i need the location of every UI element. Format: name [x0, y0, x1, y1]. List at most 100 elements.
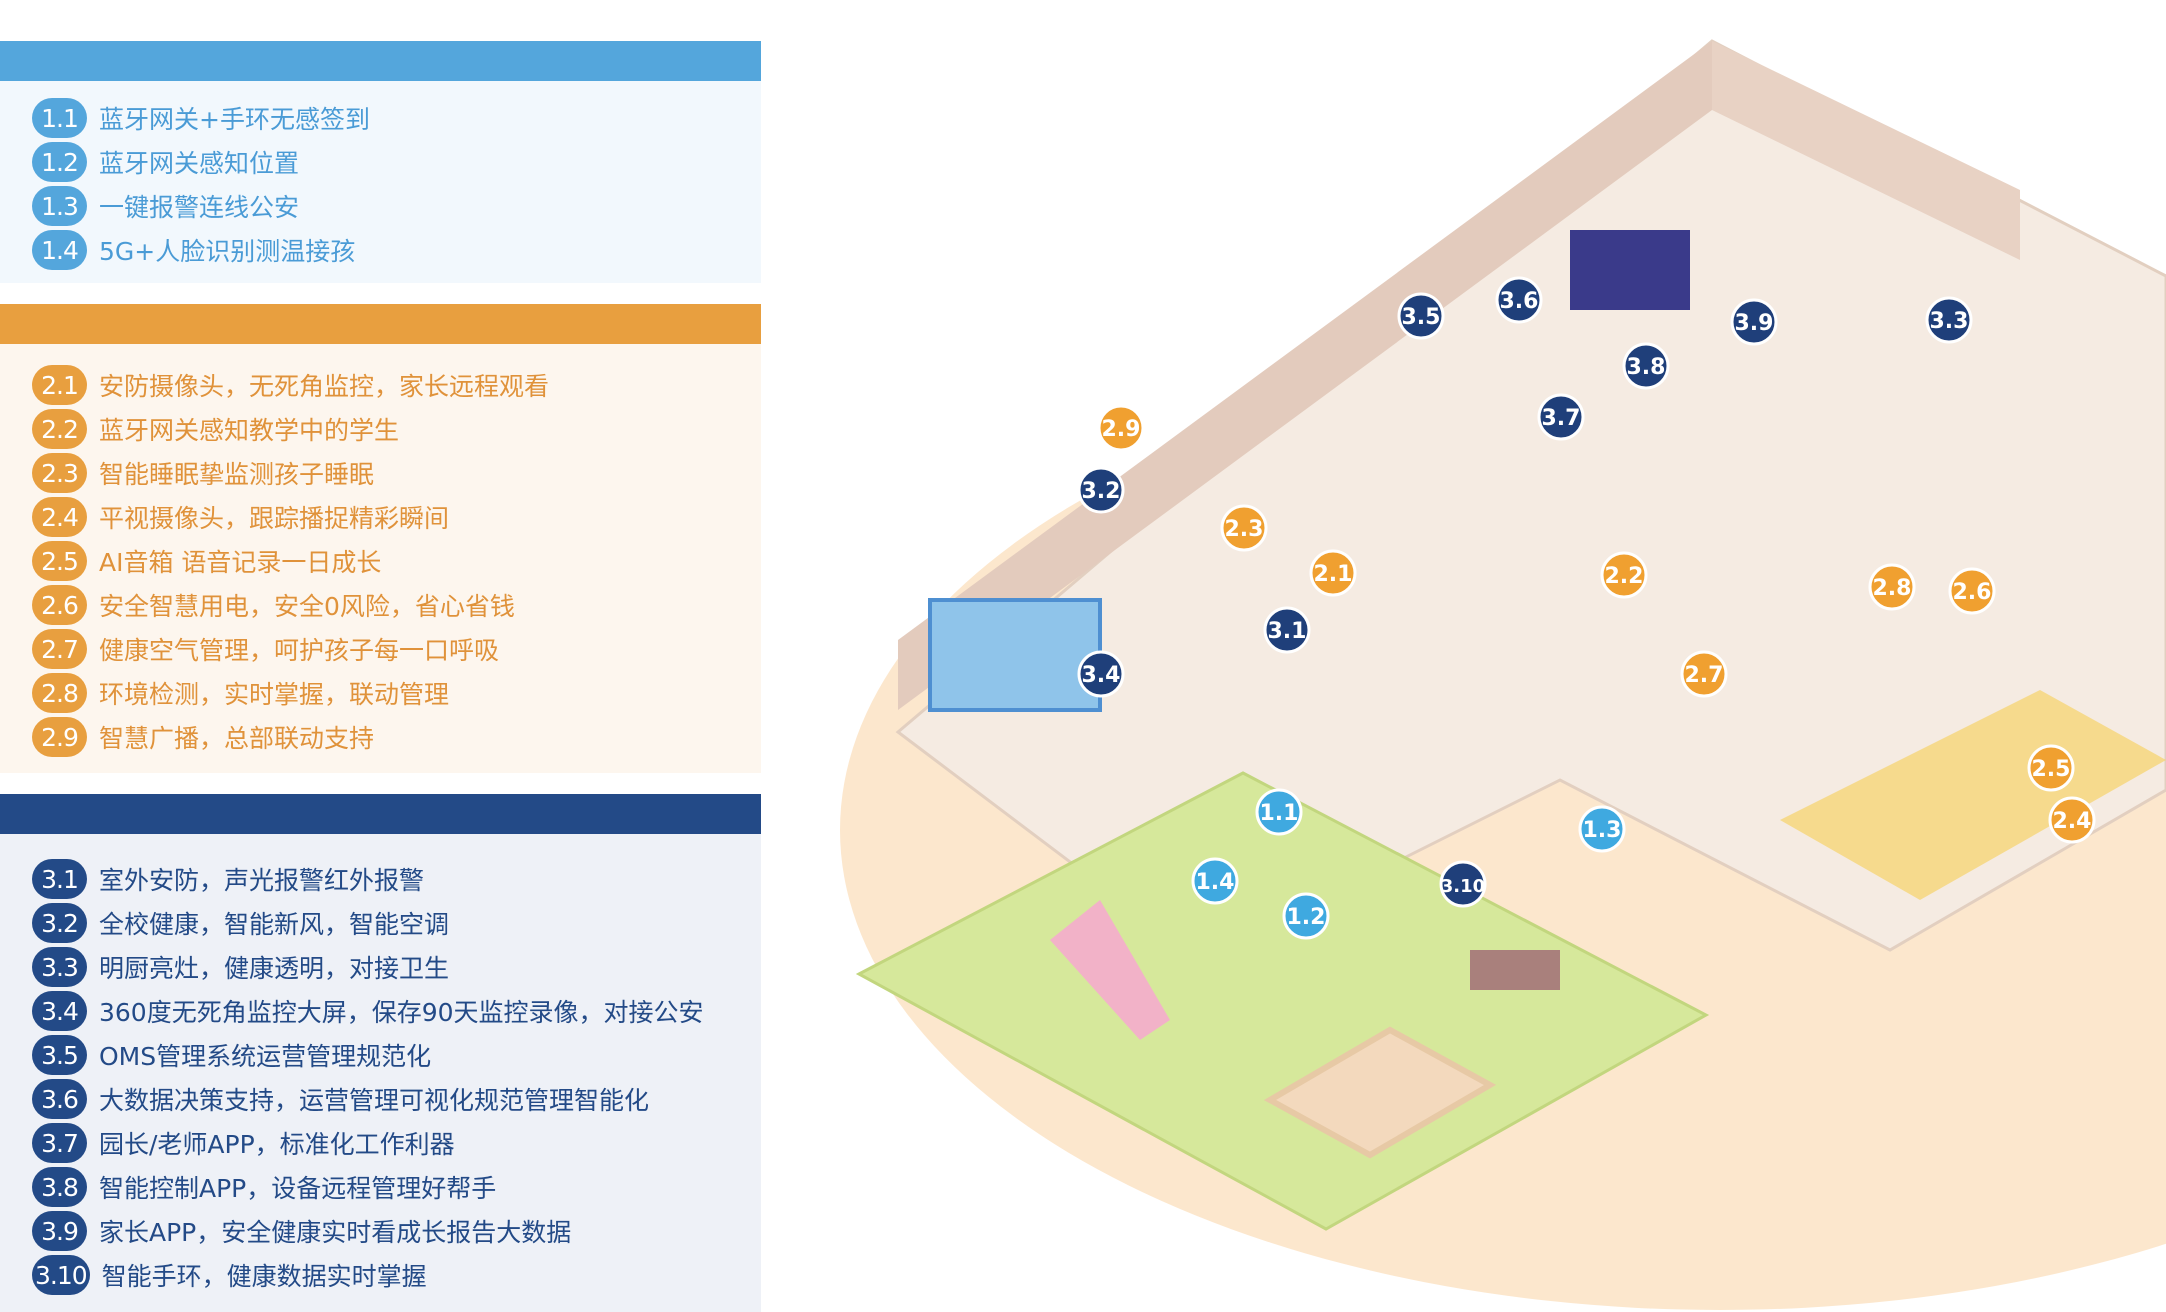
marker-circle	[1680, 650, 1728, 698]
marker-label: 3.4	[1082, 663, 1121, 688]
item-label: 智慧广播，总部联动支持	[99, 724, 375, 753]
marker-3-4: 3.4	[1077, 650, 1125, 698]
marker-circle	[2048, 796, 2096, 844]
marker-label: 2.6	[1953, 580, 1992, 605]
marker-2-2: 2.2	[1600, 551, 1648, 599]
marker-2-4: 2.4	[2048, 796, 2096, 844]
marker-2-3: 2.3	[1220, 504, 1268, 552]
marker-circle	[1397, 292, 1445, 340]
item-label: 智能手环，健康数据实时掌握	[101, 1262, 427, 1291]
marker-label: 3.2	[1082, 479, 1121, 504]
item-label: 大数据决策支持，运营管理可视化规范管理智能化	[99, 1086, 650, 1115]
marker-1-3: 1.3	[1578, 805, 1626, 853]
section2-header-bar	[0, 304, 761, 344]
marker-circle	[1578, 805, 1626, 853]
number-badge: 3.9	[32, 1211, 87, 1251]
marker-label: 3.8	[1627, 355, 1666, 380]
item-label: 室外安防，声光报警红外报警	[99, 866, 425, 895]
number-badge: 3.6	[32, 1079, 87, 1119]
item-label: 一键报警连线公安	[99, 193, 300, 222]
item-label: 家长APP，安全健康实时看成长报告大数据	[99, 1218, 572, 1247]
marker-label: 3.10	[1441, 876, 1485, 897]
list-item: 3.2 全校健康，智能新风，智能空调	[32, 903, 449, 943]
marker-3-9: 3.9	[1730, 298, 1778, 346]
building-back-wall	[1712, 41, 2020, 260]
number-badge: 2.7	[32, 629, 87, 669]
marker-label: 2.4	[2053, 809, 2092, 834]
item-label: OMS管理系统运营管理规范化	[99, 1042, 432, 1071]
classroom-floor	[1780, 690, 2166, 900]
monitor-wall	[928, 598, 1102, 712]
marker-label: 3.3	[1930, 309, 1969, 334]
number-badge: 3.2	[32, 903, 87, 943]
marker-circle	[1220, 504, 1268, 552]
marker-label: 2.5	[2032, 757, 2071, 782]
marker-label: 1.3	[1583, 818, 1622, 843]
list-item: 3.10 智能手环，健康数据实时掌握	[32, 1255, 427, 1295]
marker-3-7: 3.7	[1537, 393, 1585, 441]
number-badge: 1.1	[32, 98, 87, 138]
number-badge: 3.7	[32, 1123, 87, 1163]
item-label: 安防摄像头，无死角监控，家长远程观看	[99, 372, 550, 401]
marker-label: 2.2	[1605, 564, 1644, 589]
number-badge: 3.5	[32, 1035, 87, 1075]
picnic-table	[1470, 950, 1560, 990]
marker-label: 3.7	[1542, 406, 1581, 431]
marker-1-2: 1.2	[1282, 892, 1330, 940]
marker-label: 1.1	[1260, 801, 1299, 826]
section1-header-bar	[0, 41, 761, 81]
marker-circle	[1309, 549, 1357, 597]
list-item: 1.3 一键报警连线公安	[32, 186, 299, 226]
marker-1-1: 1.1	[1255, 788, 1303, 836]
list-item: 3.5 OMS管理系统运营管理规范化	[32, 1035, 431, 1075]
marker-circle	[1495, 276, 1543, 324]
marker-circle	[1600, 551, 1648, 599]
marker-3-10: 3.10	[1439, 860, 1487, 908]
number-badge: 3.10	[32, 1255, 90, 1295]
item-label: 平视摄像头，跟踪播捉精彩瞬间	[99, 504, 450, 533]
marker-circle	[1925, 296, 1973, 344]
marker-label: 3.6	[1500, 289, 1539, 314]
marker-circle	[1255, 788, 1303, 836]
marker-3-5: 3.5	[1397, 292, 1445, 340]
section3-header-bar	[0, 794, 761, 834]
marker-circle	[1097, 404, 1145, 452]
slide	[1050, 900, 1170, 1040]
marker-2-7: 2.7	[1680, 650, 1728, 698]
marker-2-9: 2.9	[1097, 404, 1145, 452]
item-label: 5G+人脸识别测温接孩	[99, 237, 356, 266]
marker-circle	[1622, 342, 1670, 390]
marker-label: 3.5	[1402, 305, 1441, 330]
marker-label: 2.8	[1873, 576, 1912, 601]
number-badge: 1.3	[32, 186, 87, 226]
number-badge: 2.2	[32, 409, 87, 449]
marker-3-3: 3.3	[1925, 296, 1973, 344]
number-badge: 1.2	[32, 142, 87, 182]
marker-circle	[1730, 298, 1778, 346]
marker-2-6: 2.6	[1948, 567, 1996, 615]
item-label: 安全智慧用电，安全0风险，省心省钱	[99, 592, 515, 621]
marker-label: 2.9	[1102, 417, 1141, 442]
marker-3-6: 3.6	[1495, 276, 1543, 324]
list-item: 2.6 安全智慧用电，安全0风险，省心省钱	[32, 585, 515, 625]
item-label: 全校健康，智能新风，智能空调	[99, 910, 450, 939]
marker-2-1: 2.1	[1309, 549, 1357, 597]
marker-label: 1.2	[1287, 905, 1326, 930]
item-label: 蓝牙网关感知教学中的学生	[99, 416, 400, 445]
marker-label: 3.9	[1735, 311, 1774, 336]
number-badge: 2.6	[32, 585, 87, 625]
marker-circle	[1077, 650, 1125, 698]
marker-3-2: 3.2	[1077, 466, 1125, 514]
item-label: 智能控制APP，设备远程管理好帮手	[99, 1174, 497, 1203]
marker-label: 2.7	[1685, 663, 1724, 688]
building-left-wall	[898, 41, 1712, 710]
yard-lawn	[855, 771, 1710, 1231]
